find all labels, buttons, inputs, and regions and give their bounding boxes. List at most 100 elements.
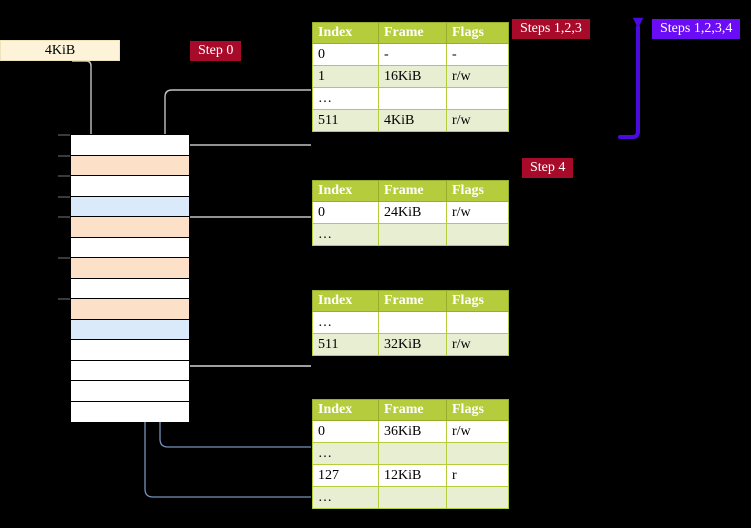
memory-row-1 — [71, 155, 189, 176]
badge-steps-1-2-3: Steps 1,2,3 — [512, 19, 590, 40]
column-header-flags: Flags — [446, 180, 509, 202]
column-header-index: Index — [312, 399, 379, 421]
cell-frame — [378, 442, 447, 465]
memory-row-11 — [71, 360, 189, 381]
cell-frame: 4KiB — [378, 109, 447, 132]
badge-step-4: Step 4 — [522, 158, 574, 179]
column-header-flags: Flags — [446, 399, 509, 421]
column-header-frame: Frame — [378, 180, 447, 202]
source-frame-label: 4KiB — [44, 42, 76, 58]
cell-frame: - — [378, 43, 447, 66]
wire-table0-to-memory — [163, 89, 311, 153]
memory-row-2 — [71, 176, 189, 197]
memory-tick-0 — [58, 134, 70, 136]
cell-index: 1 — [312, 65, 379, 88]
memory-row-6 — [71, 258, 189, 279]
cell-index: … — [312, 442, 379, 465]
cell-flags: r — [446, 464, 509, 487]
cell-flags — [446, 486, 509, 509]
physical-memory-column — [70, 134, 190, 422]
cell-frame: 24KiB — [378, 201, 447, 224]
cell-index: 127 — [312, 464, 379, 487]
cell-flags — [446, 311, 509, 334]
cell-frame: 32KiB — [378, 333, 447, 356]
cell-index: 511 — [312, 109, 379, 132]
column-header-index: Index — [312, 290, 379, 312]
cell-frame — [378, 87, 447, 110]
column-header-frame: Frame — [378, 22, 447, 44]
memory-tick-1 — [58, 154, 70, 157]
cell-flags: r/w — [446, 65, 509, 88]
memory-tick-4 — [58, 216, 70, 218]
wire-4kib-to-memory — [72, 60, 98, 153]
memory-tick-3 — [58, 195, 70, 198]
column-header-flags: Flags — [446, 290, 509, 312]
cell-frame — [378, 486, 447, 509]
table-row: … — [312, 311, 509, 334]
wire-table3-row127-to-memory — [143, 328, 311, 498]
memory-row-4 — [71, 217, 189, 238]
column-header-index: Index — [312, 22, 379, 44]
memory-tick-6 — [58, 257, 70, 259]
cell-frame: 12KiB — [378, 464, 447, 487]
memory-row-5 — [71, 237, 189, 258]
cell-index: … — [312, 87, 379, 110]
cell-frame: 36KiB — [378, 420, 447, 443]
cell-frame — [378, 223, 447, 246]
wire-table2-to-memory — [171, 320, 311, 367]
column-header-frame: Frame — [378, 399, 447, 421]
cell-flags: r/w — [446, 333, 509, 356]
memory-tick-2 — [58, 175, 70, 177]
memory-row-0 — [71, 135, 189, 156]
cell-flags — [446, 223, 509, 246]
table-row: … — [312, 442, 509, 465]
cell-index: … — [312, 223, 379, 246]
cell-index: … — [312, 486, 379, 509]
wire-memory-hook-a — [176, 144, 311, 164]
cell-frame: 16KiB — [378, 65, 447, 88]
violet-bracket-arrow — [618, 17, 644, 139]
cell-flags: r/w — [446, 201, 509, 224]
cell-frame — [378, 311, 447, 334]
source-frame-box: 4KiB — [0, 40, 120, 61]
table-row: … — [312, 223, 509, 246]
wire-table1-to-memory — [173, 216, 311, 255]
memory-row-13 — [71, 401, 189, 422]
memory-row-8 — [71, 299, 189, 320]
column-header-index: Index — [312, 180, 379, 202]
memory-row-9 — [71, 319, 189, 340]
memory-row-10 — [71, 340, 189, 361]
table-row: … — [312, 486, 509, 509]
memory-row-7 — [71, 278, 189, 299]
cell-flags — [446, 87, 509, 110]
wire-table3-row0-to-memory — [158, 207, 311, 448]
badge-step-0: Step 0 — [190, 41, 242, 62]
table-row: 0-- — [312, 43, 509, 66]
cell-index: … — [312, 311, 379, 334]
cell-index: 511 — [312, 333, 379, 356]
badge-steps-1-2-3-4: Steps 1,2,3,4 — [652, 19, 741, 40]
cell-flags — [446, 442, 509, 465]
memory-row-3 — [71, 196, 189, 217]
memory-row-12 — [71, 381, 189, 402]
cell-index: 0 — [312, 201, 379, 224]
cell-index: 0 — [312, 420, 379, 443]
cell-flags: r/w — [446, 420, 509, 443]
cell-index: 0 — [312, 43, 379, 66]
table-row: … — [312, 87, 509, 110]
cell-flags: - — [446, 43, 509, 66]
memory-tick-8 — [58, 298, 70, 300]
column-header-frame: Frame — [378, 290, 447, 312]
cell-flags: r/w — [446, 109, 509, 132]
column-header-flags: Flags — [446, 22, 509, 44]
